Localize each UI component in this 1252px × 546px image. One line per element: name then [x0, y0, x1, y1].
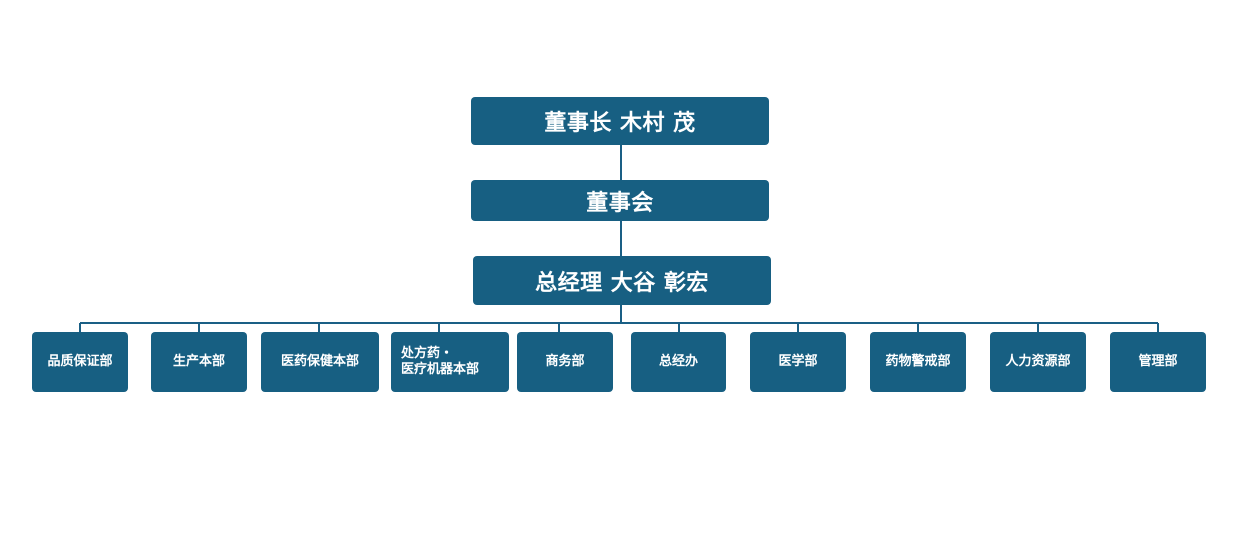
dept-pharmacovigilance: 药物警戒部	[870, 332, 966, 392]
dept-business: 商务部	[517, 332, 613, 392]
dept-label: 生产本部	[172, 354, 225, 369]
dept-label: 医学部	[778, 354, 818, 369]
dept-production: 生产本部	[151, 332, 247, 392]
board-label: 董事会	[586, 190, 654, 216]
dept-label: 商务部	[545, 354, 585, 369]
dept-prescription-medical-devices: 处方药・ 医疗机器本部	[391, 332, 509, 392]
dept-label: 总经办	[658, 354, 698, 369]
dept-label: 管理部	[1138, 354, 1178, 369]
dept-medical: 医学部	[750, 332, 846, 392]
dept-human-resources: 人力资源部	[990, 332, 1086, 392]
dept-label-line1: 处方药・	[401, 346, 454, 361]
dept-label-line2: 医疗机器本部	[401, 362, 480, 377]
dept-label: 药物警戒部	[885, 354, 951, 369]
dept-administration: 管理部	[1110, 332, 1206, 392]
dept-general-office: 总经办	[631, 332, 726, 392]
dept-label: 品质保证部	[47, 354, 113, 369]
president-box: 总经理 大谷 彰宏	[473, 256, 771, 305]
dept-label: 医药保健本部	[280, 354, 359, 369]
board-box: 董事会	[471, 180, 769, 221]
president-label: 总经理 大谷 彰宏	[535, 270, 709, 296]
chairman-box: 董事长 木村 茂	[471, 97, 769, 145]
dept-quality-assurance: 品质保证部	[32, 332, 128, 392]
chairman-label: 董事长 木村 茂	[544, 111, 696, 136]
dept-healthcare: 医药保健本部	[261, 332, 379, 392]
dept-label: 人力资源部	[1005, 354, 1071, 369]
